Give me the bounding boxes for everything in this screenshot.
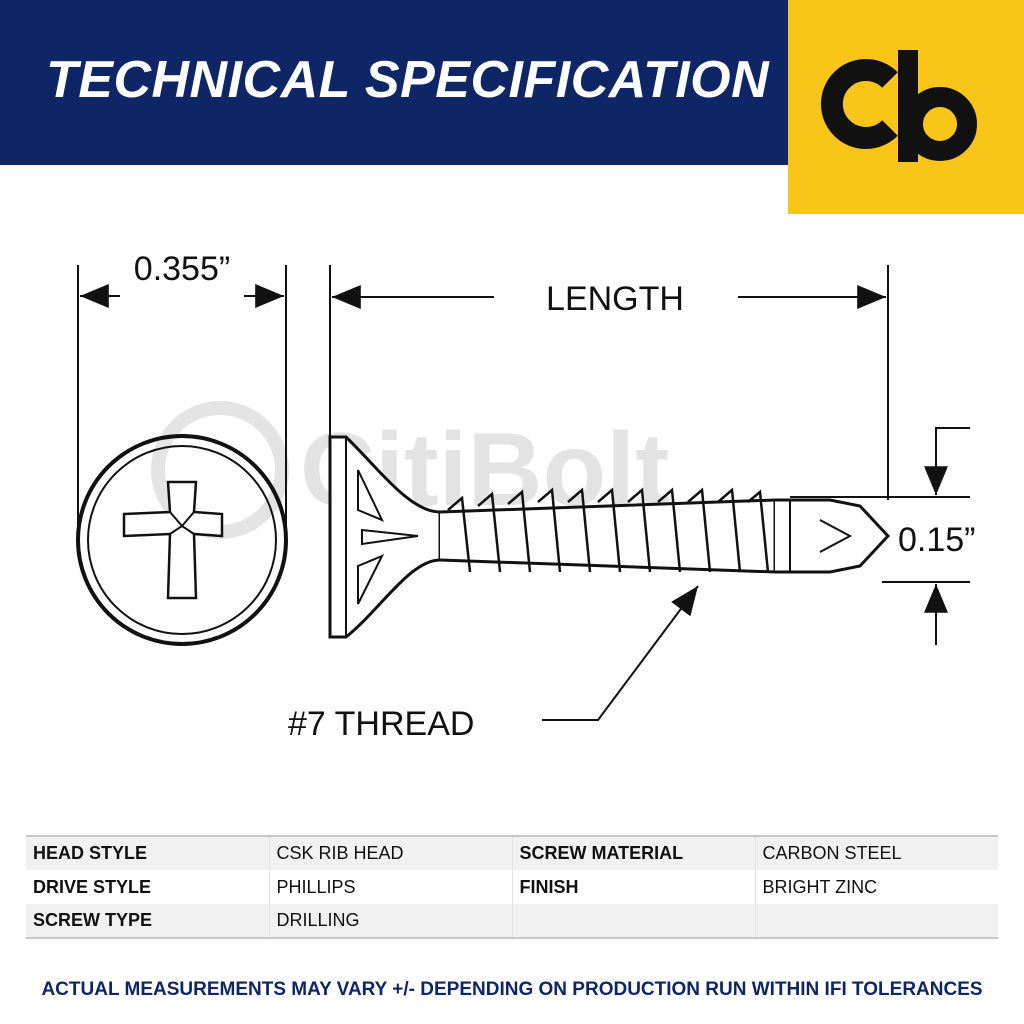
spec-table: HEAD STYLE CSK RIB HEAD SCREW MATERIAL C… — [26, 835, 998, 939]
page-title: TECHNICAL SPECIFICATION — [46, 51, 770, 109]
header-banner: TECHNICAL SPECIFICATION — [0, 0, 788, 165]
tip-diameter-dimension — [790, 427, 970, 645]
spec-label: SCREW TYPE — [26, 904, 269, 938]
brand-logo — [788, 0, 1024, 214]
spec-label — [511, 904, 755, 938]
disclaimer-text: ACTUAL MEASUREMENTS MAY VARY +/- DEPENDI… — [41, 979, 983, 1000]
thread-callout — [542, 585, 699, 721]
spec-value: CARBON STEEL — [754, 836, 998, 870]
spec-label: SCREW MATERIAL — [511, 836, 755, 870]
head-diameter-label: 0.355” — [134, 250, 230, 288]
tip-diameter-label: 0.15” — [898, 521, 976, 559]
spec-value: CSK RIB HEAD — [268, 836, 512, 870]
spec-value — [754, 904, 998, 938]
spec-label: HEAD STYLE — [26, 836, 269, 870]
table-row: DRIVE STYLE PHILLIPS FINISH BRIGHT ZINC — [26, 870, 998, 904]
table-row: SCREW TYPE DRILLING — [26, 904, 998, 938]
length-label: LENGTH — [546, 280, 684, 318]
spec-label: DRIVE STYLE — [26, 870, 269, 904]
thread-label: #7 THREAD — [288, 705, 474, 743]
screw-drawing: CitiBolt 0.355” LENGTH — [76, 250, 976, 743]
spec-label: FINISH — [511, 870, 755, 904]
cb-logo-icon — [821, 50, 977, 162]
screw-head-top-view — [76, 434, 288, 646]
table-row: HEAD STYLE CSK RIB HEAD SCREW MATERIAL C… — [26, 836, 998, 870]
spec-value: PHILLIPS — [268, 870, 512, 904]
head-diameter-dimension — [77, 265, 287, 530]
spec-value: BRIGHT ZINC — [754, 870, 998, 904]
spec-value: DRILLING — [268, 904, 512, 938]
screw-side-view — [328, 435, 891, 639]
phillips-recess-icon — [122, 480, 224, 600]
